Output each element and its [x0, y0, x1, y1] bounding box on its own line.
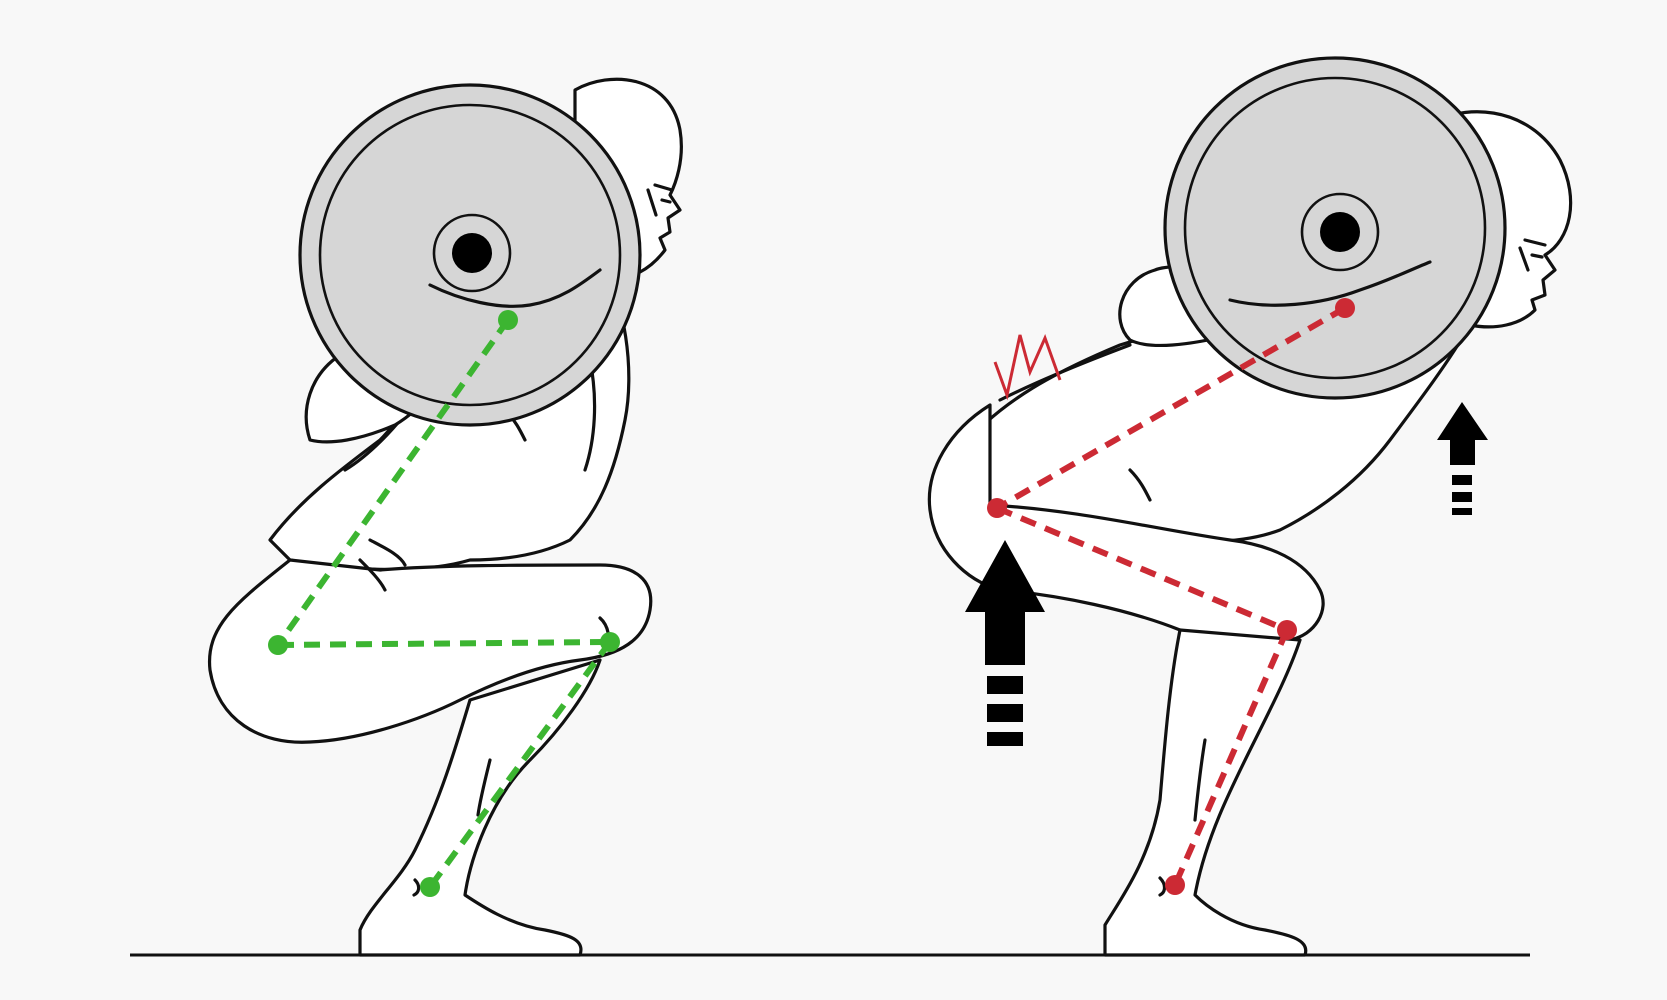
shin — [1105, 630, 1306, 955]
knee-joint — [1277, 620, 1297, 640]
shoulder-rise-arrow-icon — [1437, 402, 1488, 515]
knee-joint — [600, 632, 620, 652]
ankle-joint — [420, 877, 440, 897]
shoulder-joint — [498, 310, 518, 330]
hip-joint — [987, 498, 1007, 518]
ankle-joint — [1165, 875, 1185, 895]
shoulder-joint — [1335, 298, 1355, 318]
barbell-sleeve — [452, 233, 492, 273]
barbell-sleeve — [1320, 212, 1360, 252]
correct-squat-figure — [210, 79, 682, 955]
incorrect-squat-figure — [929, 58, 1570, 955]
hip-joint — [268, 635, 288, 655]
